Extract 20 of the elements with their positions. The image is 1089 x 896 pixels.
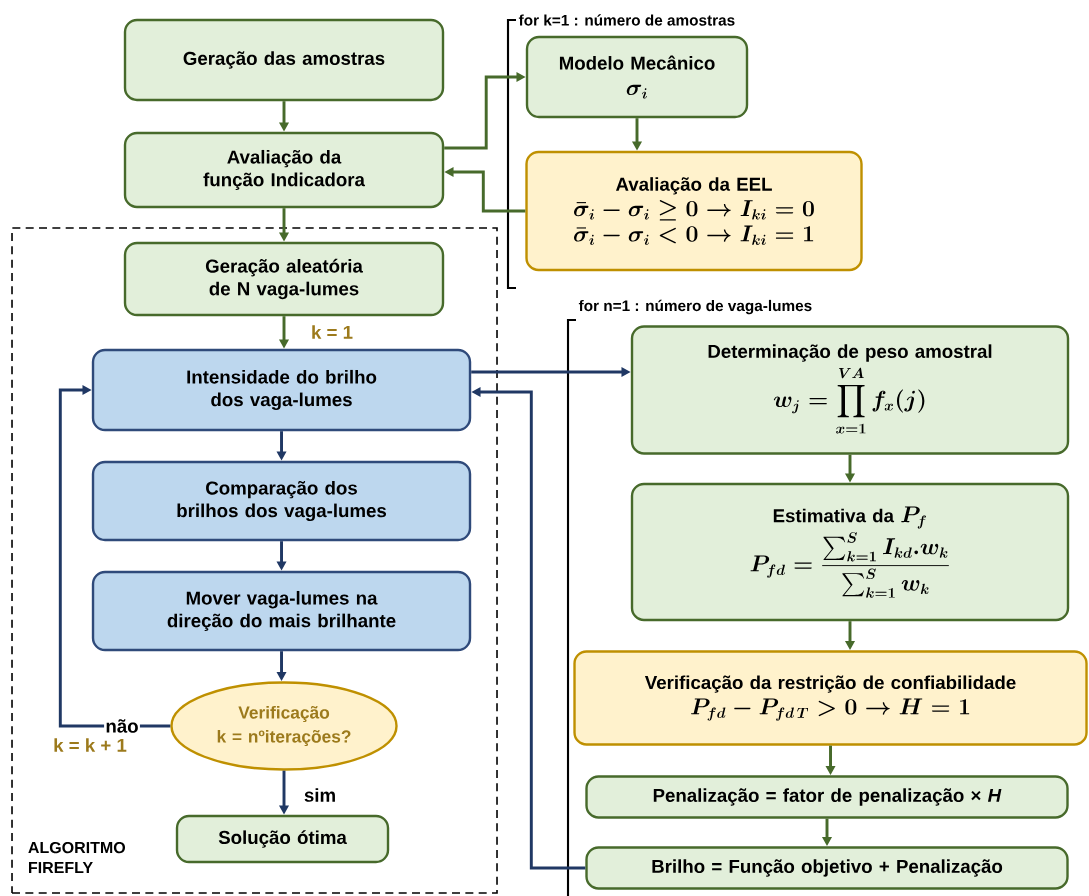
loop-label: for n=1 : número de vaga-lumes: [578, 299, 812, 315]
process-box: Comparação dos brilhos dos vaga-lumes: [91, 460, 472, 542]
edge-label: k = 1: [309, 323, 355, 341]
process-box: Modelo Mecânico $\sigma_i$: [525, 35, 749, 119]
check-box: Verificação da restrição de confiabilidade $P_{fd} - P_{fd\,T} > 0 \rightarrow H = 1$: [573, 650, 1088, 746]
process-box: Penalização = fator de penalização × H: [585, 775, 1069, 819]
process-box: Intensidade do brilho dos vaga-lumes: [91, 348, 472, 432]
process-box: Brilho = Função objetivo + Penalização: [585, 846, 1069, 890]
process-box: Avaliação da função Indicadora: [123, 131, 445, 209]
process-box: Solução ótima: [175, 814, 390, 864]
check-box: Avaliação da EEL $\bar{\sigma}_i - \sigma_i \geq 0 \rightarrow I_{ki} = 0$ $\bar{\sigma}_i - \sigma_i < 0 \rightarrow I_{ki} = 1$: [525, 150, 863, 272]
process-box: Geração das amostras: [123, 18, 445, 102]
arrow: [58, 384, 171, 728]
edge-label: não: [104, 717, 140, 735]
process-box: Determinação de peso amostral $w_j = \prod_{x=1}^{VA} f_x(j)$: [630, 325, 1070, 455]
process-box: Mover vaga-lumes na direção do mais brilhante: [91, 570, 472, 652]
process-box: Estimativa da $P_f$ $P_{fd} = \frac{\sum_{k=1}^{S} I_{kd} . w_k}{\sum_{k=1}^{S} w_k}$: [630, 482, 1070, 622]
counter-label: k = k + 1: [54, 738, 127, 752]
process-box: Geração aleatória de N vaga-lumes: [123, 241, 445, 317]
edge-label: sim: [302, 786, 338, 804]
